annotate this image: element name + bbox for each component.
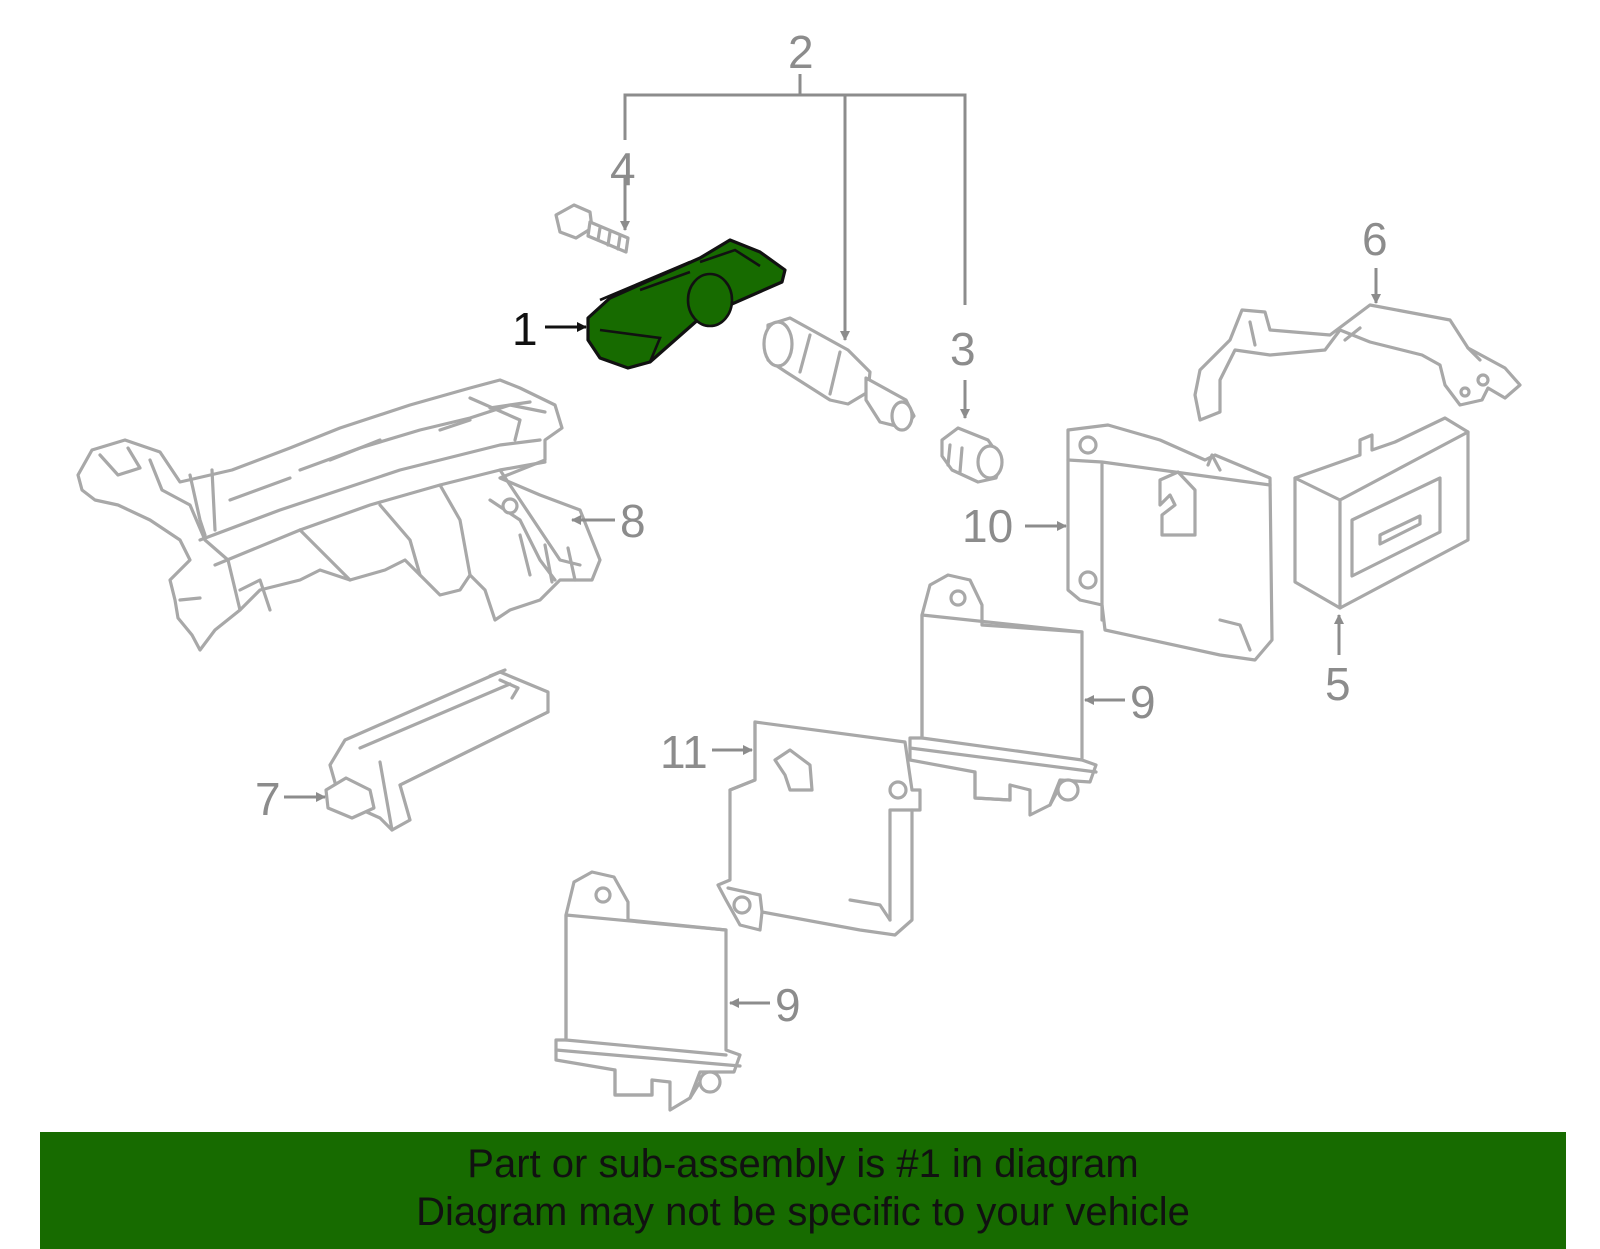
callout-3-label: 3 bbox=[950, 323, 976, 375]
callout-2-label: 2 bbox=[788, 26, 814, 78]
footer-line-1: Part or sub-assembly is #1 in diagram bbox=[467, 1142, 1139, 1186]
part-4-bolt[interactable] bbox=[554, 203, 630, 254]
part-11-module-bracket[interactable] bbox=[716, 720, 922, 937]
part-7-receiver-module[interactable] bbox=[324, 668, 550, 832]
callout-5-label: 5 bbox=[1325, 658, 1351, 710]
footer-banner: Part or sub-assembly is #1 in diagram Di… bbox=[40, 1132, 1566, 1249]
part-1-tpms-sensor[interactable] bbox=[586, 238, 787, 370]
part-2-valve-stem[interactable] bbox=[762, 316, 916, 432]
part-6-bracket[interactable] bbox=[1193, 303, 1522, 422]
part-8-carrier-frame[interactable] bbox=[76, 378, 602, 652]
part-9-module-upper[interactable] bbox=[908, 573, 1098, 817]
callout-9a-label: 9 bbox=[1130, 676, 1156, 728]
part-3-valve-cap[interactable] bbox=[940, 426, 1004, 484]
callout-7-label: 7 bbox=[255, 773, 281, 825]
callout-4-label: 4 bbox=[610, 143, 636, 195]
callout-11-label: 11 bbox=[660, 726, 708, 778]
callout-8-label: 8 bbox=[620, 495, 646, 547]
callout-10-label: 10 bbox=[962, 500, 1013, 552]
part-5-control-module[interactable] bbox=[1293, 416, 1470, 610]
callout-2-bracket bbox=[620, 74, 970, 419]
part-10-module-bracket[interactable] bbox=[1066, 423, 1274, 662]
footer-line-2: Diagram may not be specific to your vehi… bbox=[416, 1190, 1190, 1234]
callout-1-label[interactable]: 1 bbox=[512, 303, 538, 355]
parts-diagram: 2 4 1 3 6 8 10 5 9 11 7 9 bbox=[76, 26, 1522, 1112]
callout-9b-label: 9 bbox=[775, 979, 801, 1031]
callout-6-label: 6 bbox=[1362, 213, 1388, 265]
part-9-module-lower[interactable] bbox=[554, 870, 742, 1112]
